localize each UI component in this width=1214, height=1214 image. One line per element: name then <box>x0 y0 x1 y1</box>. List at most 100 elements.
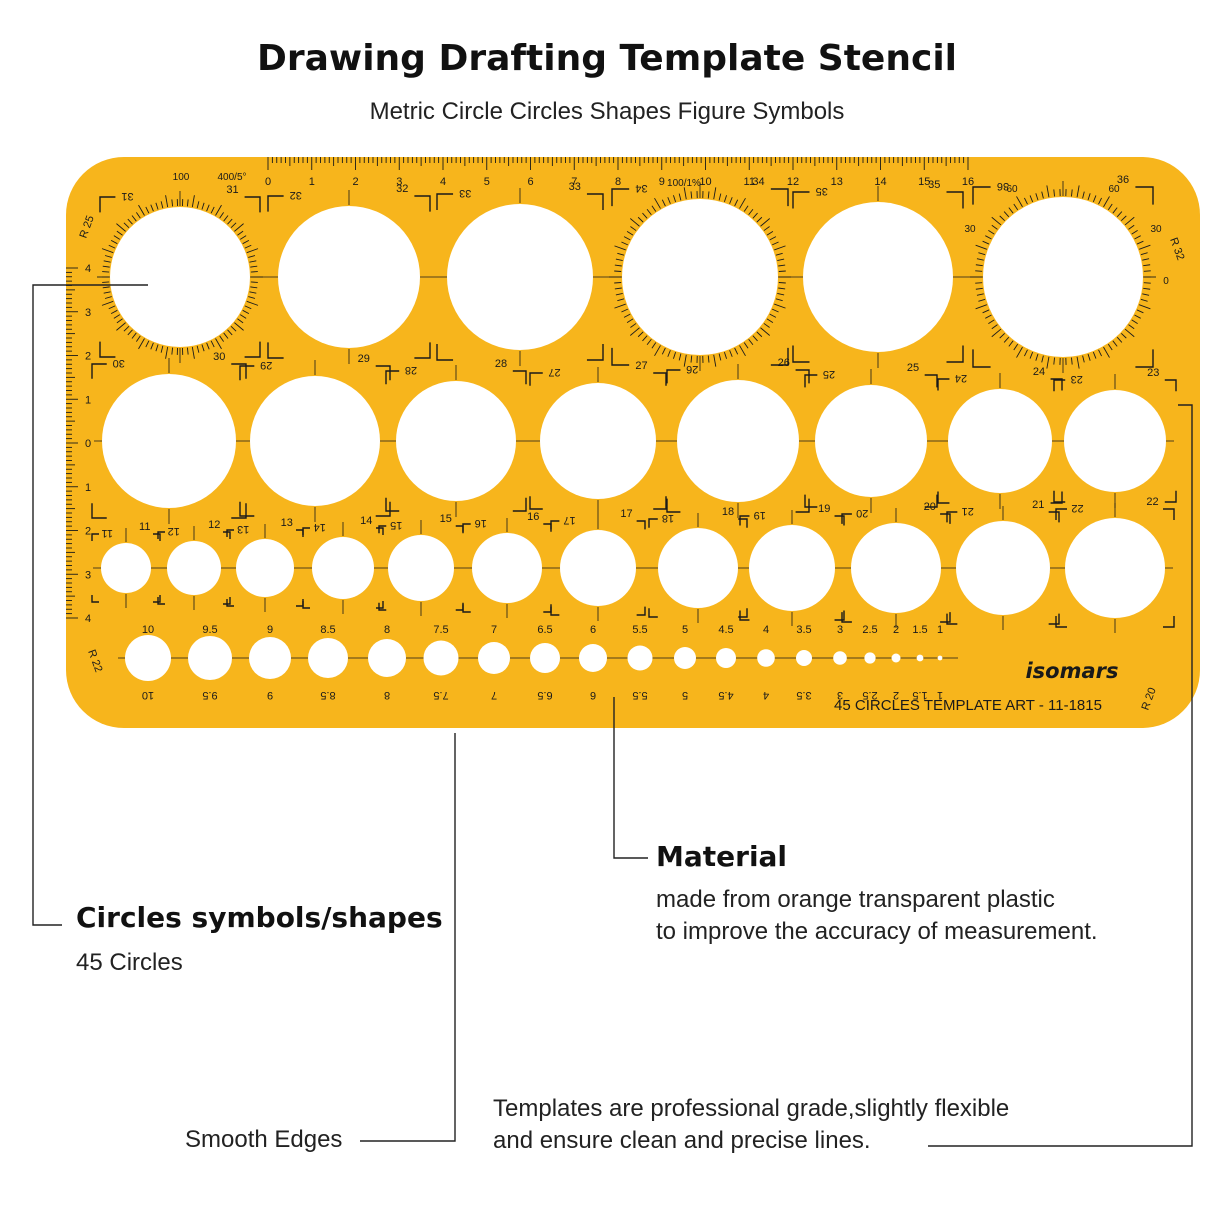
protractor-tick <box>160 345 164 353</box>
corner-bracket <box>1053 490 1066 503</box>
protractor-tick <box>1131 229 1138 235</box>
protractor-tick <box>227 218 233 225</box>
protractor-tick <box>991 324 998 330</box>
size-label: 16 <box>527 511 539 523</box>
protractor-tick <box>1098 197 1102 205</box>
size-label: 9 <box>267 624 273 636</box>
protractor-tick <box>614 303 626 309</box>
circle-cutout <box>368 639 406 677</box>
protractor-tick <box>769 313 777 318</box>
protractor-tick <box>210 340 215 348</box>
protractor-tick <box>1087 193 1091 201</box>
size-label: 36 <box>997 180 1009 192</box>
corner-bracket <box>529 372 543 386</box>
circle-cutout <box>864 652 876 664</box>
protractor-label: 60 <box>1108 184 1120 195</box>
protractor-tick <box>654 345 661 357</box>
protractor-tick <box>975 264 983 267</box>
protractor-tick <box>116 322 126 331</box>
corner-bracket <box>586 343 604 361</box>
circles-text: 45 Circles <box>76 949 183 976</box>
size-label: 5.5 <box>632 624 647 636</box>
size-label: 28 <box>405 364 417 376</box>
size-label: 17 <box>620 508 632 520</box>
corner-bracket <box>924 494 938 508</box>
protractor-tick <box>642 212 648 219</box>
circle-cutout <box>250 376 380 506</box>
corner-bracket <box>1050 491 1063 504</box>
size-label: 1 <box>937 624 943 636</box>
protractor-tick <box>249 260 257 263</box>
size-label: 22 <box>1146 496 1158 508</box>
protractor-tick <box>230 222 237 229</box>
corner-bracket <box>1164 490 1177 503</box>
protractor-tick <box>723 195 728 203</box>
protractor-tick <box>748 338 754 346</box>
protractor-tick <box>1124 328 1135 338</box>
circle-cutout <box>796 650 812 666</box>
protractor-tick <box>1136 309 1144 314</box>
size-label: 18 <box>662 512 674 524</box>
corner-bracket <box>375 501 391 517</box>
size-label: 24 <box>955 372 967 384</box>
size-label: 18 <box>722 506 734 518</box>
corner-bracket <box>666 498 681 513</box>
protractor-tick <box>1112 207 1118 214</box>
protractor-tick <box>667 350 671 357</box>
size-label: 8 <box>384 689 390 701</box>
protractor-tick <box>101 300 114 306</box>
protractor-label: 100/1% <box>667 178 701 189</box>
protractor-tick <box>1092 351 1097 359</box>
corner-bracket <box>804 374 818 388</box>
protractor-tick <box>690 355 693 363</box>
protractor-tick <box>244 244 252 249</box>
circle-cutout <box>236 539 294 597</box>
size-label: 20 <box>924 501 936 513</box>
corner-bracket <box>792 191 810 209</box>
protractor-tick <box>1071 357 1073 365</box>
circle-cutout <box>560 530 636 606</box>
protractor-tick <box>615 258 623 262</box>
ruler-left-label: 1 <box>85 394 91 406</box>
protractor-tick <box>116 223 126 232</box>
ruler-top-label: 8 <box>615 176 621 188</box>
protractor-tick <box>1128 224 1135 230</box>
circle-cutout <box>749 525 835 611</box>
protractor-tick <box>672 351 677 359</box>
corner-bracket <box>99 341 116 358</box>
protractor-tick <box>165 346 169 359</box>
protractor-tick <box>131 215 137 222</box>
protractor-tick <box>101 248 114 254</box>
ruler-top-label: 10 <box>699 176 711 188</box>
protractor-tick <box>103 260 111 263</box>
protractor-tick <box>1003 336 1010 343</box>
size-label: 11 <box>102 527 113 539</box>
size-label: 26 <box>778 357 790 369</box>
protractor-tick <box>1134 314 1141 319</box>
protractor-tick <box>1142 258 1150 261</box>
size-label: 30 <box>213 351 225 363</box>
corner-bracket <box>636 520 646 530</box>
protractor-tick <box>991 328 1002 338</box>
protractor-tick <box>985 314 992 319</box>
protractor-tick <box>1092 195 1097 203</box>
protractor-tick <box>1029 351 1034 359</box>
protractor-tick <box>778 287 786 290</box>
corner-bracket <box>231 503 247 519</box>
protractor-tick <box>237 318 244 324</box>
circle-cutout <box>803 202 953 352</box>
corner-bracket <box>924 374 938 388</box>
size-label: 14 <box>360 515 372 527</box>
protractor-tick <box>1116 336 1123 343</box>
protractor-tick <box>1082 355 1085 363</box>
protractor-tick <box>614 287 622 290</box>
protractor-tick <box>191 195 195 208</box>
protractor-label: 100 <box>173 172 190 183</box>
page-subtitle: Metric Circle Circles Shapes Figure Symb… <box>369 98 845 125</box>
circle-cutout <box>622 199 778 355</box>
protractor-tick <box>1143 264 1151 267</box>
protractor-tick <box>729 350 733 357</box>
protractor-tick <box>1053 357 1055 365</box>
